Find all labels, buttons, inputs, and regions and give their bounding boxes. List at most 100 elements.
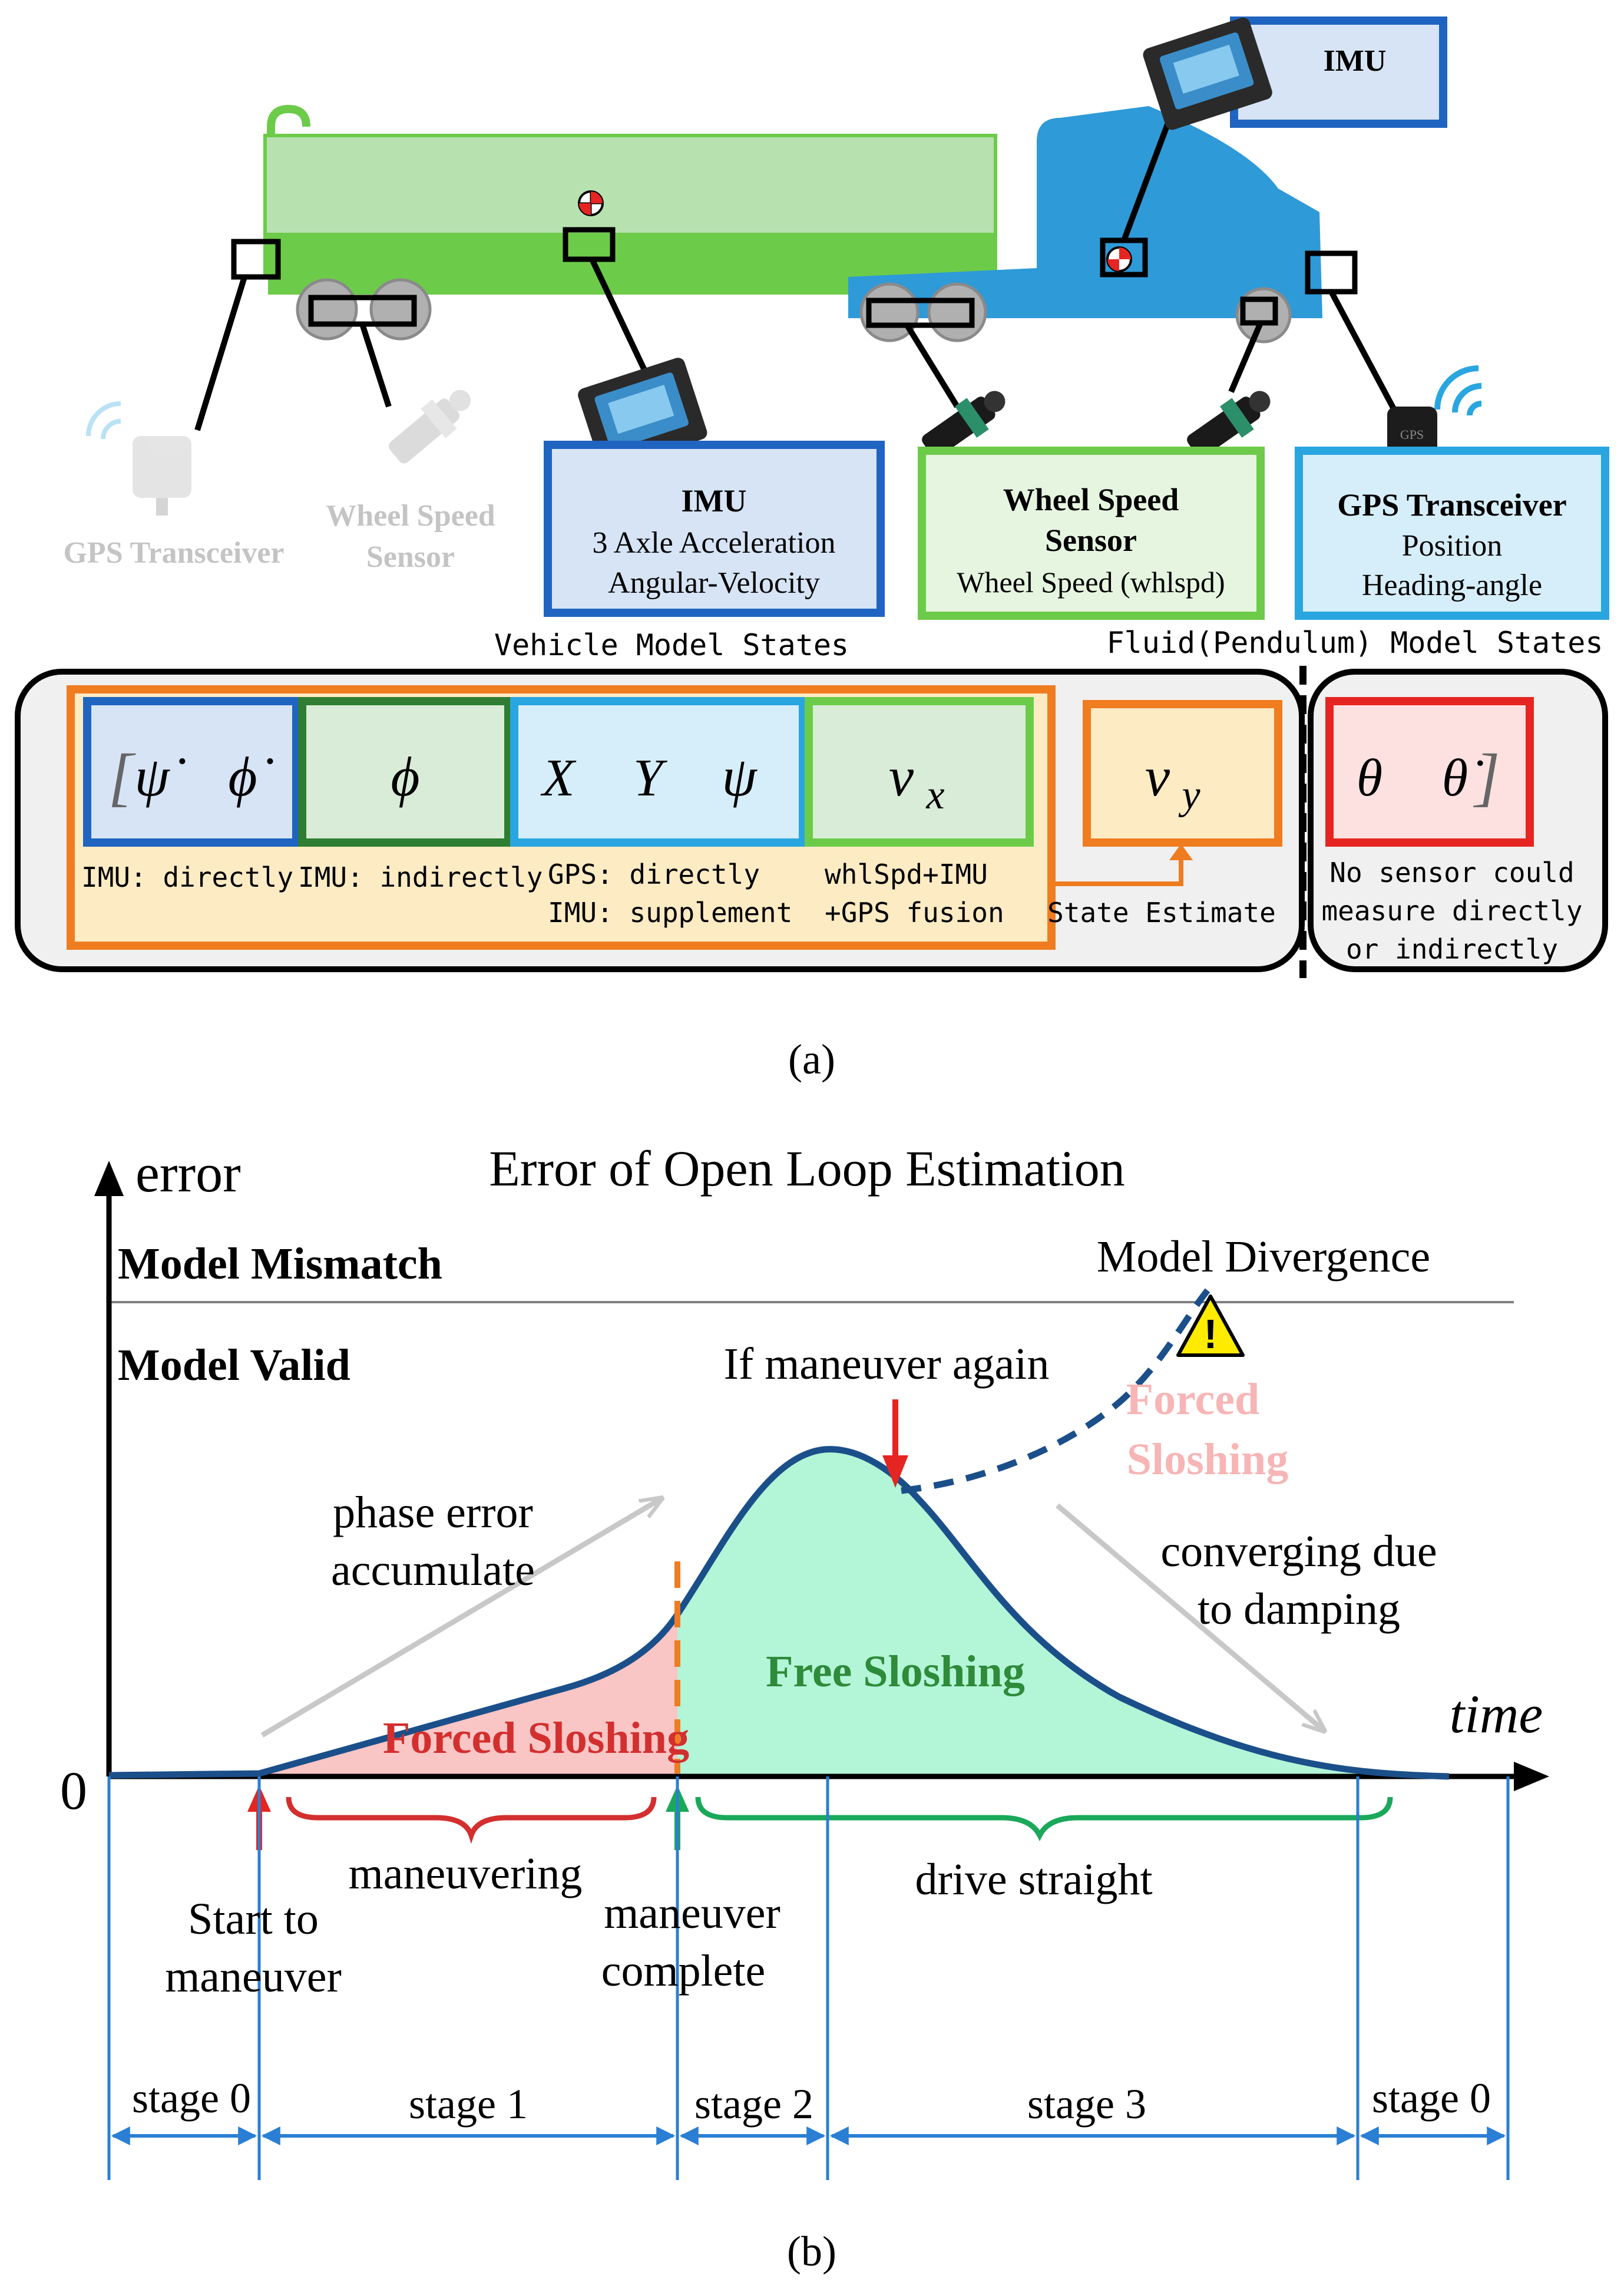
- gps-transceiver-faded-label: GPS Transceiver: [63, 536, 284, 570]
- fluid-model-states-label: Fluid(Pendulum) Model States: [1107, 626, 1603, 660]
- x-axis-label: time: [1450, 1684, 1543, 1744]
- maneuver-complete-label-2: complete: [601, 1946, 766, 1996]
- start-to-maneuver-label-1: Start to: [188, 1894, 319, 1944]
- panel-b: !: [60, 1140, 1549, 2275]
- gps-chip-label: GPS: [1400, 427, 1424, 442]
- free-sloshing-label: Free Sloshing: [766, 1647, 1025, 1696]
- phase-error-arrow: [260, 1500, 660, 1738]
- late-forced-label-2: Sloshing: [1127, 1435, 1289, 1484]
- imu-sensor-box: IMU 3 Axle Acceleration Angular-Velocity: [544, 441, 885, 617]
- note-fusion-2: +GPS fusion: [825, 897, 1004, 929]
- phi: ϕ: [391, 745, 419, 808]
- note-gps-1: GPS: directly: [548, 858, 760, 890]
- warning-icon: !: [1176, 1294, 1245, 1357]
- maneuvering-brace: [286, 1796, 657, 1844]
- truck-cab: [848, 106, 1322, 318]
- phase-error-label-1: phase error: [333, 1488, 533, 1537]
- late-forced-label-1: Forced: [1126, 1375, 1260, 1424]
- panel-b-labels: error Error of Open Loop Estimation Mode…: [60, 1140, 1543, 2275]
- gps-sensor-box: GPS Transceiver Position Heading-angle: [1295, 447, 1609, 620]
- note-gps-2: IMU: supplement: [548, 897, 792, 929]
- note-no-sensor-1: No sensor could: [1329, 857, 1574, 889]
- tank-frame: [265, 233, 995, 277]
- gps-box-title: GPS Transceiver: [1337, 487, 1566, 523]
- stage-label: stage 2: [694, 2080, 813, 2128]
- divergence-curve: [901, 1288, 1210, 1494]
- stage-dividers: [107, 1776, 1510, 2180]
- state-estimate-arrow: [1051, 844, 1193, 886]
- bracket-open: [: [108, 741, 136, 813]
- trailer-wheel: [369, 278, 432, 341]
- imu-box-title: IMU: [682, 483, 747, 518]
- pos-y: Y: [633, 749, 668, 807]
- chart-title: Error of Open Loop Estimation: [489, 1140, 1125, 1197]
- truck-wheel: [927, 282, 987, 342]
- warning-glyph: !: [1203, 1311, 1217, 1357]
- note-imu-indirect: IMU: indirectly: [298, 861, 543, 893]
- gps-box-line-1: Position: [1402, 529, 1503, 563]
- model-valid-label: Model Valid: [118, 1340, 350, 1390]
- origin-label: 0: [60, 1761, 87, 1821]
- wheel-box-title-2: Sensor: [1045, 523, 1137, 558]
- vy-v: v: [1145, 745, 1170, 808]
- stage-label: stage 0: [132, 2075, 251, 2122]
- vx-sub: x: [925, 772, 944, 818]
- caption-b: (b): [787, 2228, 836, 2275]
- tank-chassis: [268, 277, 857, 295]
- imu-device-top: IMU: [1143, 16, 1447, 130]
- forced-sloshing-label: Forced Sloshing: [383, 1713, 689, 1763]
- bracket-close: ]: [1473, 741, 1500, 813]
- imu-box-line-2: Angular-Velocity: [608, 566, 820, 600]
- phase-error-label-2: accumulate: [331, 1545, 535, 1595]
- imu-box-line-1: 3 Axle Acceleration: [593, 526, 836, 560]
- stage-label: stage 0: [1372, 2075, 1491, 2122]
- drive-straight-brace: [695, 1796, 1393, 1842]
- note-no-sensor-2: measure directly: [1321, 895, 1582, 927]
- theta: θ: [1357, 749, 1382, 807]
- state-box-vy: v y: [1083, 700, 1282, 847]
- stage-label: stage 1: [409, 2080, 528, 2128]
- panel-a: IMU: [15, 16, 1609, 1083]
- tanker-hitch: [267, 104, 310, 233]
- wheel-speed-faded-label-2: Sensor: [366, 540, 455, 574]
- error-curve: [108, 1446, 1450, 1780]
- sensor-connector-lines: [194, 87, 1405, 431]
- wheel-speed-sensor-faded-icon: [388, 389, 471, 464]
- vx-v: v: [889, 745, 914, 808]
- note-no-sensor-3: or indirectly: [1346, 933, 1558, 965]
- imu-top-label: IMU: [1324, 44, 1387, 78]
- x-axis-arrowhead: [1514, 1762, 1549, 1791]
- model-divergence-label: Model Divergence: [1097, 1232, 1430, 1282]
- converging-label-2: to damping: [1198, 1584, 1400, 1634]
- converging-arrow: [1056, 1503, 1322, 1729]
- y-axis-label: error: [135, 1143, 241, 1203]
- wheel-speed-sensor-box: Wheel Speed Sensor Wheel Speed (whlspd): [918, 447, 1265, 620]
- gps-transceiver-faded-icon: [86, 401, 191, 516]
- psi: ψ: [722, 745, 758, 808]
- forced-sloshing-region: [259, 1614, 677, 1776]
- wheel-speed-sensor-icon: [922, 391, 1006, 458]
- maneuver-again-arrow: [882, 1399, 908, 1488]
- state-box-roll: ϕ: [298, 697, 512, 847]
- vehicle-model-states-label: Vehicle Model States: [494, 628, 849, 662]
- state-box-pendulum: θ θ̇ ]: [1325, 697, 1534, 847]
- stage-label: stage 3: [1027, 2080, 1146, 2128]
- gps-box-line-2: Heading-angle: [1362, 569, 1542, 602]
- if-maneuver-again-label: If maneuver again: [724, 1339, 1050, 1389]
- wheel-box-title-1: Wheel Speed: [1003, 482, 1179, 517]
- y-axis-arrowhead: [94, 1161, 124, 1196]
- maneuver-complete-label-1: maneuver: [604, 1888, 780, 1938]
- drive-straight-label: drive straight: [915, 1855, 1152, 1904]
- state-box-rates: [ ψ̇ ϕ̇: [83, 697, 300, 847]
- maneuvering-label: maneuvering: [349, 1849, 583, 1898]
- state-notes: IMU: directly IMU: indirectly GPS: direc…: [81, 857, 1583, 965]
- note-fusion-1: whlSpd+IMU: [825, 858, 988, 890]
- state-box-vx: v x: [805, 697, 1034, 847]
- wheel-box-line: Wheel Speed (whlspd): [957, 566, 1225, 599]
- state-box-position: X Y ψ: [510, 697, 807, 847]
- wheel-speed-faded-label-1: Wheel Speed: [326, 499, 495, 533]
- trailer-wheel: [296, 278, 358, 341]
- note-imu-direct: IMU: directly: [81, 861, 293, 893]
- free-sloshing-region: [677, 1449, 1449, 1776]
